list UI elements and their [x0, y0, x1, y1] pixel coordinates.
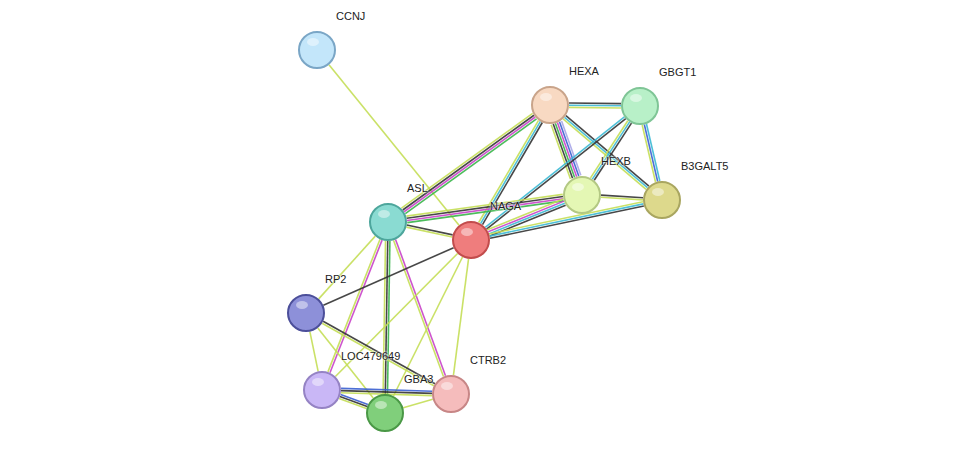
evidence-line	[401, 113, 532, 208]
protein-node: RP2	[287, 294, 325, 332]
node-label: LOC479649	[341, 350, 400, 363]
evidence-line	[319, 236, 376, 299]
evidence-line	[335, 253, 457, 376]
interaction-edge	[329, 65, 459, 225]
evidence-line	[329, 65, 459, 225]
evidence-line	[383, 241, 385, 394]
interaction-edge	[339, 394, 368, 408]
interaction-edge	[383, 241, 390, 394]
interaction-edge	[569, 103, 621, 108]
interaction-edge	[406, 225, 452, 237]
node-label: GBGT1	[659, 66, 696, 79]
interaction-edge	[642, 124, 660, 182]
protein-node: B3GALT5	[643, 181, 681, 219]
protein-node: LOC479649	[303, 371, 341, 409]
evidence-line	[310, 332, 318, 372]
evidence-line	[569, 104, 621, 106]
interaction-edge	[322, 321, 435, 385]
evidence-line	[340, 397, 367, 407]
evidence-line	[644, 125, 657, 182]
node-label: HEXB	[601, 155, 631, 168]
protein-node: CCNJ	[298, 31, 336, 69]
protein-node: GBGT1	[621, 87, 659, 125]
evidence-line	[322, 323, 434, 385]
interaction-edge	[453, 259, 468, 375]
evidence-line	[407, 199, 563, 221]
evidence-line	[394, 240, 444, 376]
evidence-line	[453, 259, 468, 375]
evidence-line	[569, 102, 621, 104]
interaction-edge	[310, 332, 318, 372]
protein-node: NAGA	[452, 221, 490, 259]
evidence-line	[407, 225, 453, 235]
node-label: CCNJ	[336, 10, 365, 23]
evidence-line	[569, 107, 621, 109]
evidence-line	[407, 201, 563, 223]
node-label: GBA3	[404, 373, 433, 386]
protein-node: ASL	[369, 203, 407, 241]
node-label: B3GALT5	[681, 160, 729, 173]
node-label: ASL	[407, 182, 428, 195]
node-label: NAGA	[490, 200, 521, 213]
interaction-edge	[601, 195, 643, 200]
evidence-line	[594, 123, 631, 180]
evidence-line	[642, 125, 655, 182]
evidence-line	[403, 399, 432, 407]
protein-node: CTRB2	[432, 375, 470, 413]
protein-node: HEXA	[531, 86, 569, 124]
node-label: HEXA	[569, 65, 599, 78]
interaction-edge	[319, 236, 376, 299]
interaction-edge	[335, 253, 457, 376]
protein-node: HEXB	[563, 176, 601, 214]
evidence-line	[601, 197, 643, 200]
evidence-line	[341, 394, 368, 404]
protein-node: GBA3	[366, 394, 404, 432]
evidence-line	[339, 399, 366, 409]
node-label: CTRB2	[470, 354, 506, 367]
node-label: RP2	[325, 273, 346, 286]
evidence-line	[406, 227, 452, 237]
interaction-edge	[403, 399, 432, 407]
evidence-line	[482, 123, 542, 225]
